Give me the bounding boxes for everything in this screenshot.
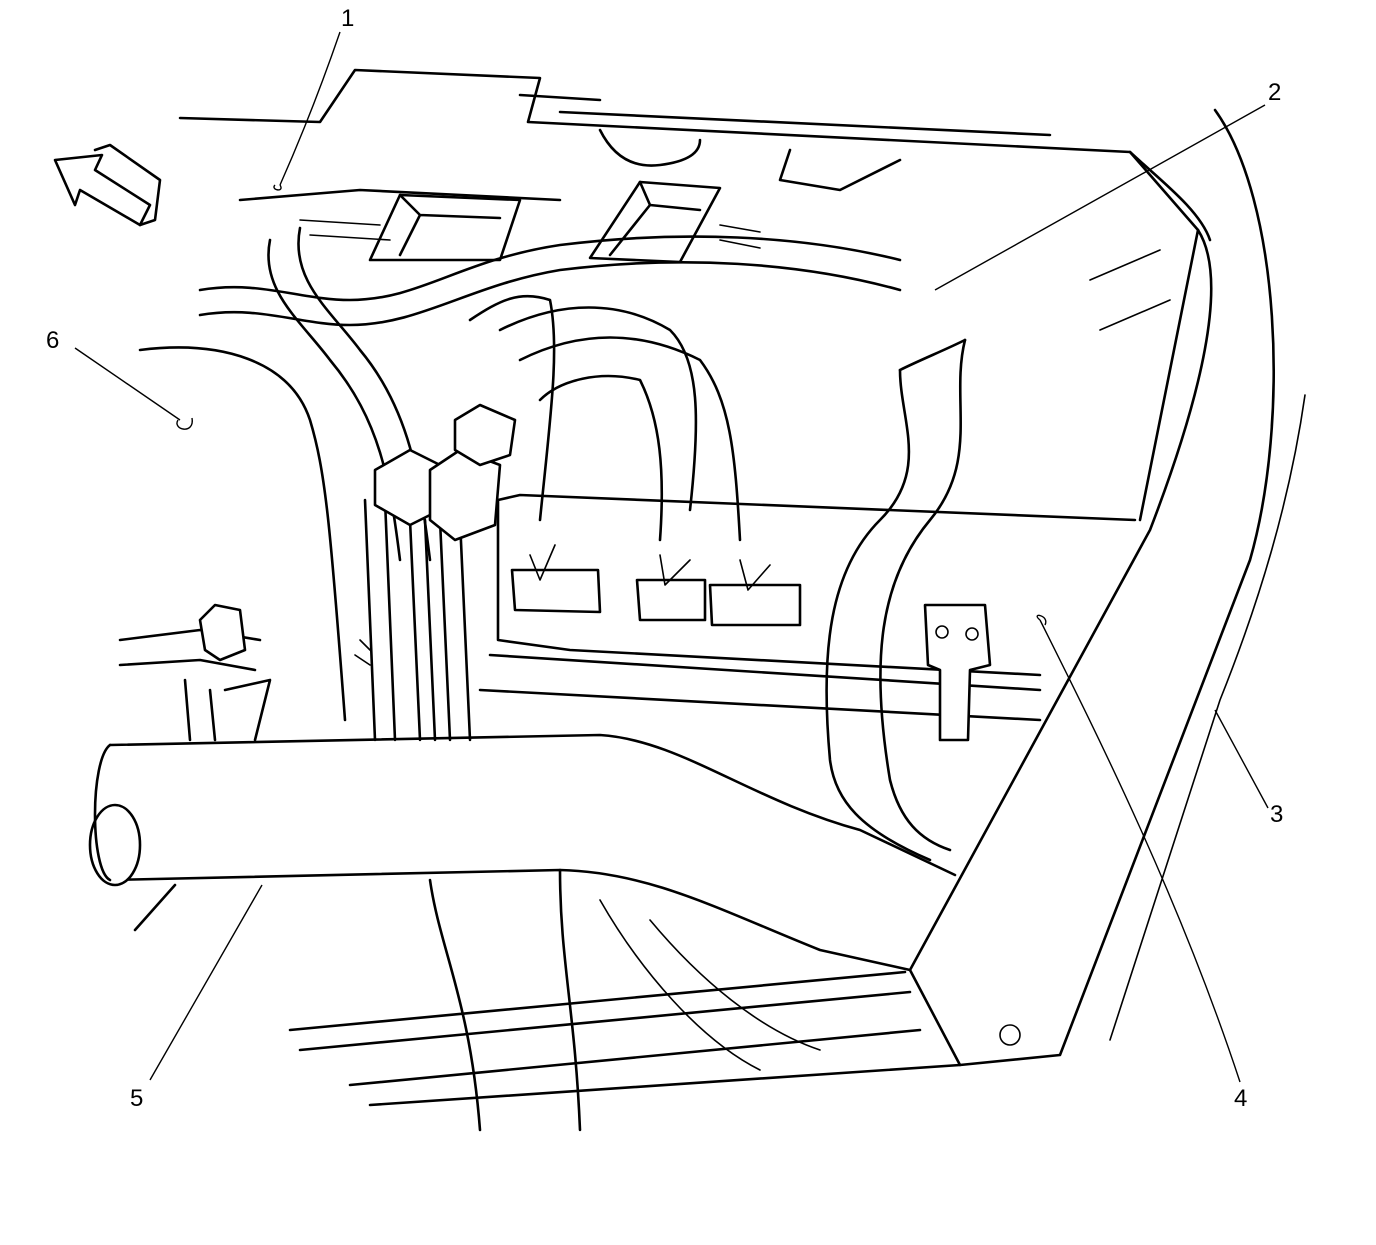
lower-sill: [288, 868, 962, 1132]
center-module: [478, 493, 1137, 722]
flexible-duct: [825, 338, 967, 862]
harness-connector-pair: [299, 180, 761, 264]
callout-labels: 1 2 3 4 5 6: [46, 5, 1283, 1112]
forward-arrow-icon: [53, 143, 162, 227]
bracket-clip: [923, 603, 992, 742]
frame-member-diagonal: [908, 108, 1306, 1067]
wiring-harness-main: [198, 226, 902, 562]
callout-leaders: [74, 31, 1269, 1083]
callout-6: 6: [46, 327, 59, 354]
callout-5: 5: [130, 1085, 143, 1112]
callout-2: 2: [1268, 79, 1281, 106]
callout-3: 3: [1270, 801, 1283, 828]
callout-4: 4: [1234, 1085, 1247, 1112]
crossbar-tube: [88, 733, 957, 972]
callout-1: 1: [341, 5, 354, 32]
left-pillar: [118, 346, 371, 932]
harness-bundle-vertical: [363, 403, 517, 742]
upper-body-panel: [178, 68, 1200, 522]
